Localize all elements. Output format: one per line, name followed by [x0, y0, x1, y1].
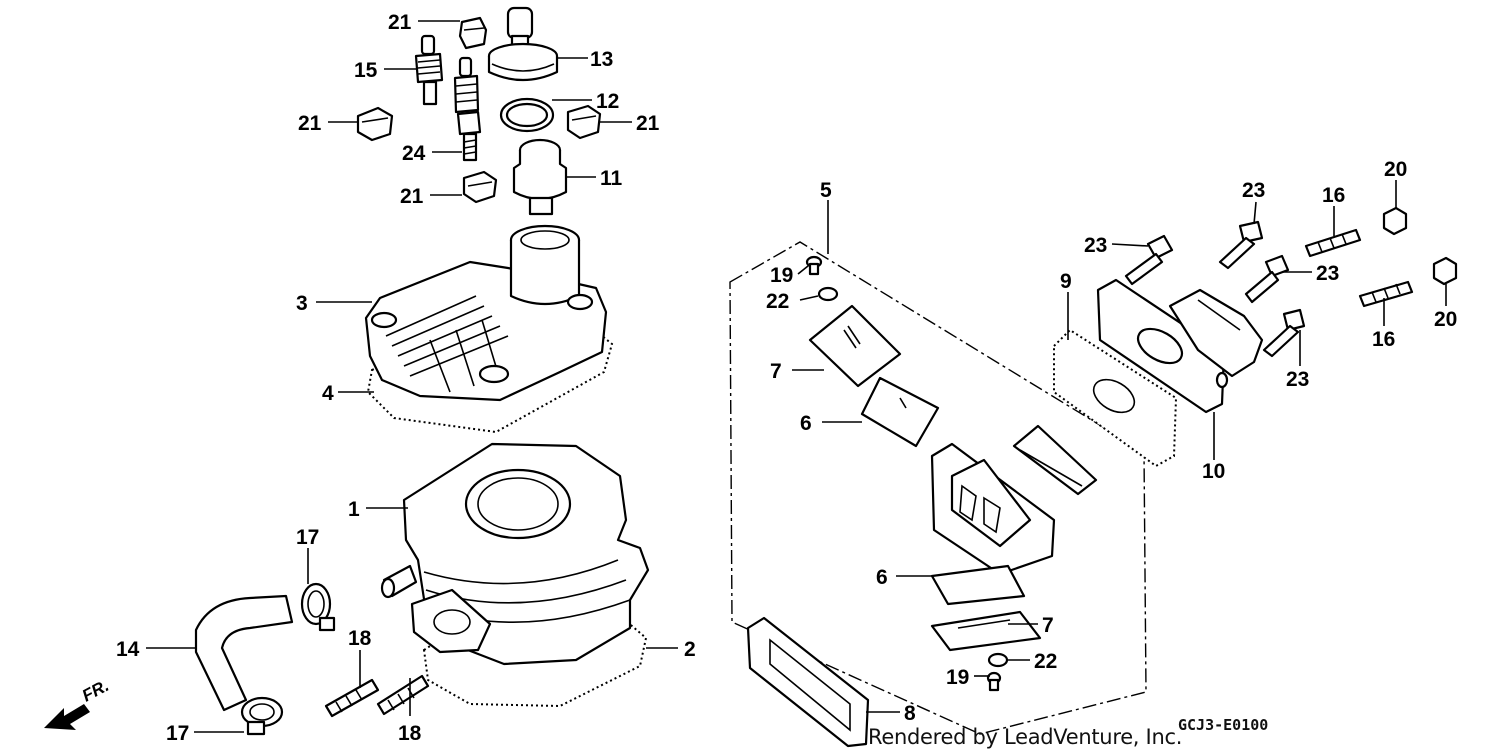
- washer-22-upper[interactable]: [817, 286, 839, 302]
- inlet-pipe-10[interactable]: [1096, 278, 1264, 414]
- hose-clamp-17-lower[interactable]: [240, 696, 284, 736]
- callout-2: 2: [684, 638, 696, 661]
- callout-23: 23: [1286, 368, 1309, 391]
- bolt-23-d[interactable]: [1262, 308, 1306, 358]
- callout-23: 23: [1316, 262, 1339, 285]
- callout-9: 9: [1060, 270, 1072, 293]
- fitting-13[interactable]: [487, 6, 559, 82]
- callout-6: 6: [876, 566, 888, 589]
- reed-petal-6-upper[interactable]: [860, 376, 940, 448]
- leader-lines: [146, 20, 1447, 733]
- stud-bolt-16-lower[interactable]: [1358, 280, 1414, 308]
- bolt-23-c[interactable]: [1244, 254, 1290, 304]
- callout-11: 11: [600, 167, 623, 190]
- bolt-23-b[interactable]: [1218, 220, 1264, 270]
- stud-bolt-18-right[interactable]: [376, 674, 430, 716]
- fr-label: FR.: [79, 676, 112, 706]
- cylinder-head-3[interactable]: [364, 224, 608, 402]
- callout-23: 23: [1242, 179, 1265, 202]
- cap-nut-21-right[interactable]: [566, 104, 602, 140]
- callout-17: 17: [296, 526, 319, 549]
- o-ring-12[interactable]: [499, 97, 555, 133]
- callout-labels: 21 15 13 12 21 21 24 11 21 3 4 1 2 14 17…: [116, 11, 1457, 745]
- spark-plug-15[interactable]: [414, 34, 444, 106]
- screw-19-lower[interactable]: [986, 671, 1002, 692]
- callout-21: 21: [400, 185, 424, 208]
- callout-18: 18: [348, 627, 372, 650]
- callout-19: 19: [770, 264, 793, 287]
- nut-20-upper[interactable]: [1382, 206, 1408, 236]
- stud-bolt-16-upper[interactable]: [1304, 228, 1362, 258]
- credit-text: Rendered by LeadVenture, Inc.: [868, 725, 1183, 749]
- callout-14: 14: [116, 638, 140, 661]
- nut-20-lower[interactable]: [1432, 256, 1458, 286]
- inlet-gasket-9[interactable]: [1053, 328, 1178, 468]
- spark-plug-24[interactable]: [453, 56, 482, 162]
- callout-21: 21: [636, 112, 660, 135]
- callout-21: 21: [298, 112, 322, 135]
- callout-1: 1: [348, 498, 360, 521]
- screw-19-upper[interactable]: [805, 255, 823, 276]
- callout-24: 24: [402, 142, 426, 165]
- callout-15: 15: [354, 59, 378, 82]
- callout-16: 16: [1372, 328, 1395, 351]
- diagram-code: GCJ3-E0100: [1178, 716, 1269, 734]
- reed-gasket-8[interactable]: [746, 616, 870, 748]
- reed-stopper-7-lower[interactable]: [930, 610, 1042, 652]
- callout-21: 21: [388, 11, 412, 34]
- callout-7: 7: [770, 360, 782, 383]
- callout-3: 3: [296, 292, 308, 315]
- callout-5: 5: [820, 179, 832, 202]
- callout-12: 12: [596, 90, 619, 113]
- cap-nut-21-bottom[interactable]: [462, 170, 498, 204]
- reed-block[interactable]: [930, 424, 1098, 576]
- cylinder-1[interactable]: [380, 442, 650, 666]
- callout-20: 20: [1434, 308, 1457, 331]
- stud-bolt-18-left[interactable]: [324, 678, 380, 718]
- reed-petal-6-lower[interactable]: [930, 564, 1026, 606]
- callout-22: 22: [766, 290, 789, 313]
- callout-20: 20: [1384, 158, 1407, 181]
- front-direction-arrow: FR.: [44, 676, 112, 730]
- reed-valve-assembly-5[interactable]: [729, 241, 1147, 735]
- callout-19: 19: [946, 666, 969, 689]
- bolt-23-a[interactable]: [1124, 234, 1174, 286]
- callout-13: 13: [590, 48, 613, 71]
- thermostat-11[interactable]: [512, 138, 568, 216]
- callout-18: 18: [398, 722, 422, 745]
- callout-7: 7: [1042, 614, 1054, 637]
- callout-8: 8: [904, 702, 916, 725]
- callout-23: 23: [1084, 234, 1107, 257]
- hose-clamp-17-upper[interactable]: [300, 582, 336, 632]
- water-hose-14[interactable]: [194, 594, 294, 712]
- callout-22: 22: [1034, 650, 1057, 673]
- washer-22-lower[interactable]: [987, 652, 1009, 668]
- cap-nut-21-top[interactable]: [458, 16, 488, 50]
- reed-stopper-7-upper[interactable]: [808, 304, 902, 388]
- callout-6: 6: [800, 412, 812, 435]
- callout-4: 4: [322, 382, 334, 405]
- callout-10: 10: [1202, 460, 1225, 483]
- callout-16: 16: [1322, 184, 1345, 207]
- cap-nut-21-left[interactable]: [356, 106, 394, 142]
- callout-17: 17: [166, 722, 189, 745]
